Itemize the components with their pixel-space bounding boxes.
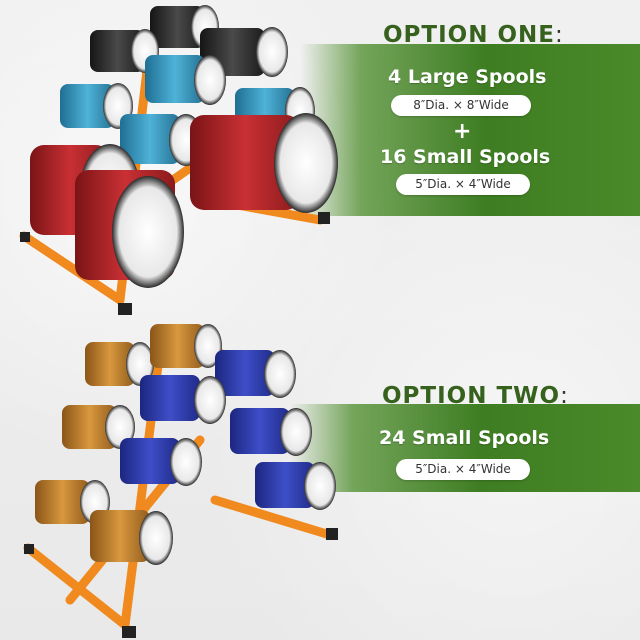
small-spools-label-option-one: 16 Small Spools — [380, 146, 551, 168]
option-one-colon: : — [554, 22, 564, 48]
option-one-heading: OPTION ONE: — [383, 22, 564, 48]
large-spools-label: 4 Large Spools — [388, 66, 547, 88]
option-two-title: OPTION TWO — [382, 383, 561, 409]
option-two-panel: OPTION TWO: 24 Small Spools 5″Dia. × 4″W… — [0, 320, 640, 640]
small-spool-dimensions-option-one: 5″Dia. × 4″Wide — [396, 174, 530, 195]
spool-rack-image-option-two — [23, 324, 338, 638]
large-spools-group — [30, 113, 338, 288]
large-spool-dimensions: 8″Dia. × 8″Wide — [391, 95, 531, 116]
option-two-heading: OPTION TWO: — [382, 383, 569, 409]
small-spools-group-two — [35, 324, 336, 565]
small-spools-group — [60, 5, 315, 166]
spool-rack-image-option-one — [19, 5, 338, 315]
option-one-title: OPTION ONE — [383, 22, 555, 48]
small-spools-label-option-two: 24 Small Spools — [379, 427, 550, 449]
option-one-panel: OPTION ONE: 4 Large Spools 8″Dia. × 8″Wi… — [19, 5, 640, 315]
small-spool-dimensions-option-two: 5″Dia. × 4″Wide — [396, 459, 530, 480]
option-two-colon: : — [560, 383, 569, 409]
plus-sign: + — [453, 119, 472, 144]
